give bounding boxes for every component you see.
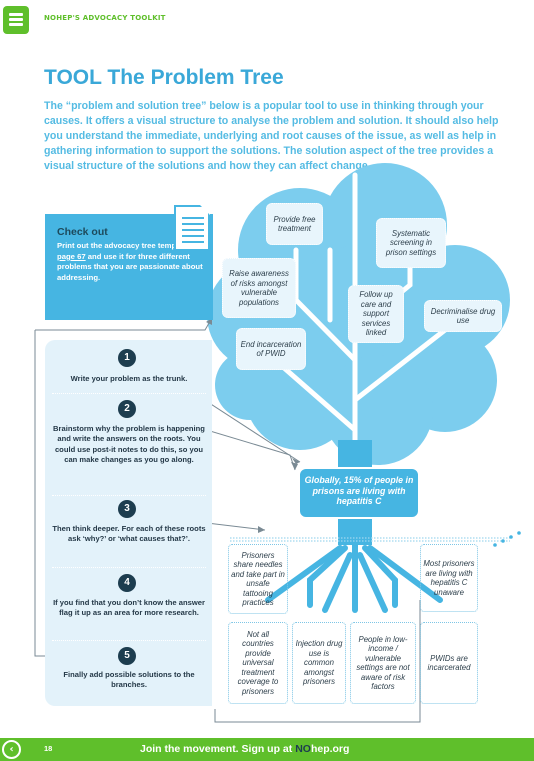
- solution-systematic-screening: Systematic screening in prison settings: [376, 218, 446, 268]
- decorative-dots: [493, 531, 521, 547]
- root-treatment-coverage: Not all countries provide universal trea…: [228, 622, 288, 704]
- solution-end-incarceration: End incarceration of PWID: [236, 328, 306, 370]
- step-divider: [52, 495, 206, 496]
- list-icon: [3, 6, 29, 34]
- checkout-text-start: Print out the advocacy tree template on: [57, 241, 201, 250]
- solution-follow-up-care: Follow up care and support services link…: [348, 285, 404, 343]
- checkout-text-end: and use it for three different problems …: [57, 251, 203, 282]
- nohep-brand-link[interactable]: NO: [295, 743, 311, 755]
- root-injection-drug-use: Injection drug use is common amongst pri…: [292, 622, 346, 704]
- footer-msg-text: Join the movement. Sign up at: [140, 743, 296, 755]
- checkout-text: Print out the advocacy tree template on …: [57, 241, 203, 284]
- page-67-link[interactable]: page 67: [57, 251, 86, 261]
- toolkit-header-title: NOHEP'S ADVOCACY TOOLKIT: [44, 14, 166, 22]
- step-divider: [52, 393, 206, 394]
- root-unaware-prisoners: Most prisoners are living with hepatitis…: [420, 544, 478, 612]
- footer-signup-message: Join the movement. Sign up at NOhep.org: [140, 743, 349, 755]
- solution-decriminalise-drug-use: Decriminalise drug use: [424, 300, 502, 332]
- document-icon: [174, 205, 210, 251]
- checkout-title: Check out: [57, 226, 108, 238]
- solution-raise-awareness: Raise awareness of risks amongst vulnera…: [222, 258, 296, 318]
- step-divider: [52, 567, 206, 568]
- page-title: TOOL The Problem Tree: [44, 66, 284, 89]
- root-pwids-incarcerated: PWIDs are incarcerated: [420, 622, 478, 704]
- root-low-income-awareness: People in low-income / vulnerable settin…: [350, 622, 416, 704]
- tree-roots: [265, 542, 443, 613]
- solution-free-treatment: Provide free treatment: [266, 203, 323, 245]
- back-arrow-icon[interactable]: ‹: [2, 740, 21, 759]
- root-needle-sharing: Prisoners share needles and take part in…: [228, 544, 288, 614]
- step-3-number: 3: [118, 500, 136, 518]
- footer-bar: ‹ 18 Join the movement. Sign up at NOhep…: [0, 738, 534, 761]
- step-4-text: If you find that you don’t know the answ…: [53, 598, 205, 618]
- step-2-text: Brainstorm why the problem is happening …: [53, 424, 205, 465]
- step-1-number: 1: [118, 349, 136, 367]
- intro-paragraph: The “problem and solution tree” below is…: [44, 100, 499, 173]
- step-1-text: Write your problem as the trunk.: [70, 374, 188, 383]
- nohep-domain-link[interactable]: hep.org: [310, 743, 350, 755]
- step-5-number: 5: [118, 647, 136, 665]
- step-5-text: Finally add possible solutions to the br…: [63, 670, 195, 690]
- step-2-number: 2: [118, 400, 136, 418]
- step-4-number: 4: [118, 574, 136, 592]
- step-divider: [52, 640, 206, 641]
- step-3-text: Then think deeper. For each of these roo…: [52, 524, 206, 544]
- trunk-problem-label: Globally, 15% of people in prisons are l…: [298, 467, 420, 519]
- page-number: 18: [44, 744, 53, 753]
